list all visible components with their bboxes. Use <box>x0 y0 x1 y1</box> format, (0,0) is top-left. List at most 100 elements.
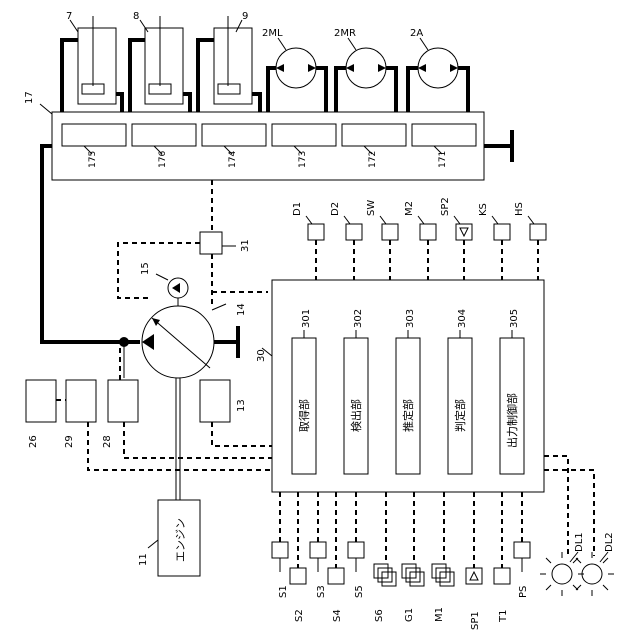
lamps: DL1 DL2 <box>540 456 615 596</box>
sensor-label: S6 <box>374 609 385 622</box>
motor-2mr-label: 2MR <box>334 28 356 39</box>
sensor-t1 <box>494 568 510 584</box>
sensor-s2 <box>290 568 306 584</box>
hydraulic-line <box>116 94 122 112</box>
sensor-label: KS <box>478 203 489 216</box>
leader-line <box>306 216 312 224</box>
bottom-sensors: S1 S2 S3 S4 S5 S6 G1 M1 SP1 T1 PS <box>272 492 530 630</box>
device-29 <box>66 380 96 422</box>
spool-173 <box>272 124 336 146</box>
leader-line <box>212 304 226 310</box>
sensor-ps <box>514 542 530 558</box>
controller-30: 30 301 302 303 304 305 取得部 検出部 推定部 判定部 出… <box>256 280 544 492</box>
displacement-line <box>152 318 210 368</box>
hydraulic-line <box>268 68 276 112</box>
leader-line <box>420 38 428 50</box>
sensor-label: PS <box>518 586 529 598</box>
spool-label: 176 <box>158 151 168 168</box>
cylinder-7-label: 7 <box>66 11 72 22</box>
spool-175 <box>62 124 126 146</box>
sensor-label: SW <box>366 200 377 216</box>
hydraulic-line <box>458 68 468 112</box>
spool-174 <box>202 124 266 146</box>
arrow-icon <box>142 334 154 350</box>
spool-label: 172 <box>368 151 378 168</box>
lamp-dl1 <box>540 552 584 596</box>
arrow-icon <box>308 64 316 72</box>
lamp-dl2 <box>576 552 614 596</box>
leader-line <box>348 38 356 50</box>
sensor-label: SP1 <box>470 611 481 630</box>
block-number: 303 <box>405 309 416 328</box>
cylinder-9: 9 <box>198 11 260 112</box>
cylinder-body <box>78 28 116 104</box>
speaker-icon <box>470 572 478 580</box>
sensor-label: S1 <box>278 585 289 598</box>
block-number: 305 <box>509 309 520 328</box>
block-number: 302 <box>353 309 364 328</box>
device-label: 26 <box>28 435 39 448</box>
spool-176 <box>132 124 196 146</box>
pilot-valve-31 <box>200 232 222 254</box>
sensor-s4 <box>328 568 344 584</box>
sensor-d1 <box>308 224 324 240</box>
sensor-g1-stack <box>406 568 420 582</box>
leader-line <box>528 216 534 224</box>
spool-172 <box>342 124 406 146</box>
hydraulic-line <box>336 68 346 112</box>
sensor-label: S2 <box>294 609 305 622</box>
sensor-label: S5 <box>354 585 365 598</box>
sensor-label: SP2 <box>440 197 451 216</box>
sensor-label: M2 <box>404 201 415 216</box>
main-pump-label: 14 <box>236 303 247 316</box>
sensor-s1 <box>272 542 288 558</box>
signal-line <box>124 422 272 458</box>
speaker-sp1 <box>466 568 482 584</box>
spool-label: 171 <box>438 151 448 168</box>
arrow-icon <box>152 318 160 326</box>
sensor-s6 <box>382 572 396 586</box>
spool-label: 175 <box>88 151 98 168</box>
device-28 <box>108 380 138 422</box>
device-label: 28 <box>102 435 113 448</box>
cylinder-9-label: 9 <box>242 11 248 22</box>
block-name: 出力制御部 <box>505 393 519 448</box>
sensor-m1-stack <box>436 568 450 582</box>
left-devices: 26 29 28 13 <box>26 342 272 470</box>
block-name: 判定部 <box>453 399 467 432</box>
hydraulic-line <box>252 94 260 112</box>
sensor-ks <box>494 224 510 240</box>
controller-label: 30 <box>256 349 267 362</box>
arrow-icon <box>276 64 284 72</box>
leader-line <box>492 216 498 224</box>
device-label: 29 <box>64 435 75 448</box>
engine-name: エンジン <box>174 518 187 562</box>
hydraulic-line <box>183 94 190 112</box>
device-26 <box>26 380 56 422</box>
spool-label: 173 <box>298 151 308 168</box>
block-name: 推定部 <box>401 399 415 432</box>
lamp-label: DL1 <box>574 532 585 552</box>
block-number: 301 <box>301 309 312 328</box>
sensor-m1-stack <box>432 564 446 578</box>
arrow-icon <box>450 64 458 72</box>
pilot-valve-label: 31 <box>240 239 251 252</box>
cylinder-7: 7 <box>62 11 122 112</box>
sensor-g1 <box>410 572 424 586</box>
leader-line <box>148 540 158 548</box>
sensor-label: HS <box>514 202 525 216</box>
cylinder-8-label: 8 <box>133 11 139 22</box>
sensor-g1-stack <box>402 564 416 578</box>
lamp-rays <box>540 552 584 596</box>
lamp-label: DL2 <box>604 532 615 552</box>
hydraulic-line <box>130 40 145 112</box>
device-13 <box>200 380 230 422</box>
hydraulic-line <box>316 68 326 112</box>
sensor-d2 <box>346 224 362 240</box>
leader-line <box>454 216 460 224</box>
sensor-label: T1 <box>498 610 509 623</box>
hydraulic-line <box>408 68 418 112</box>
leader-line <box>600 552 608 562</box>
leader-line <box>380 216 386 224</box>
